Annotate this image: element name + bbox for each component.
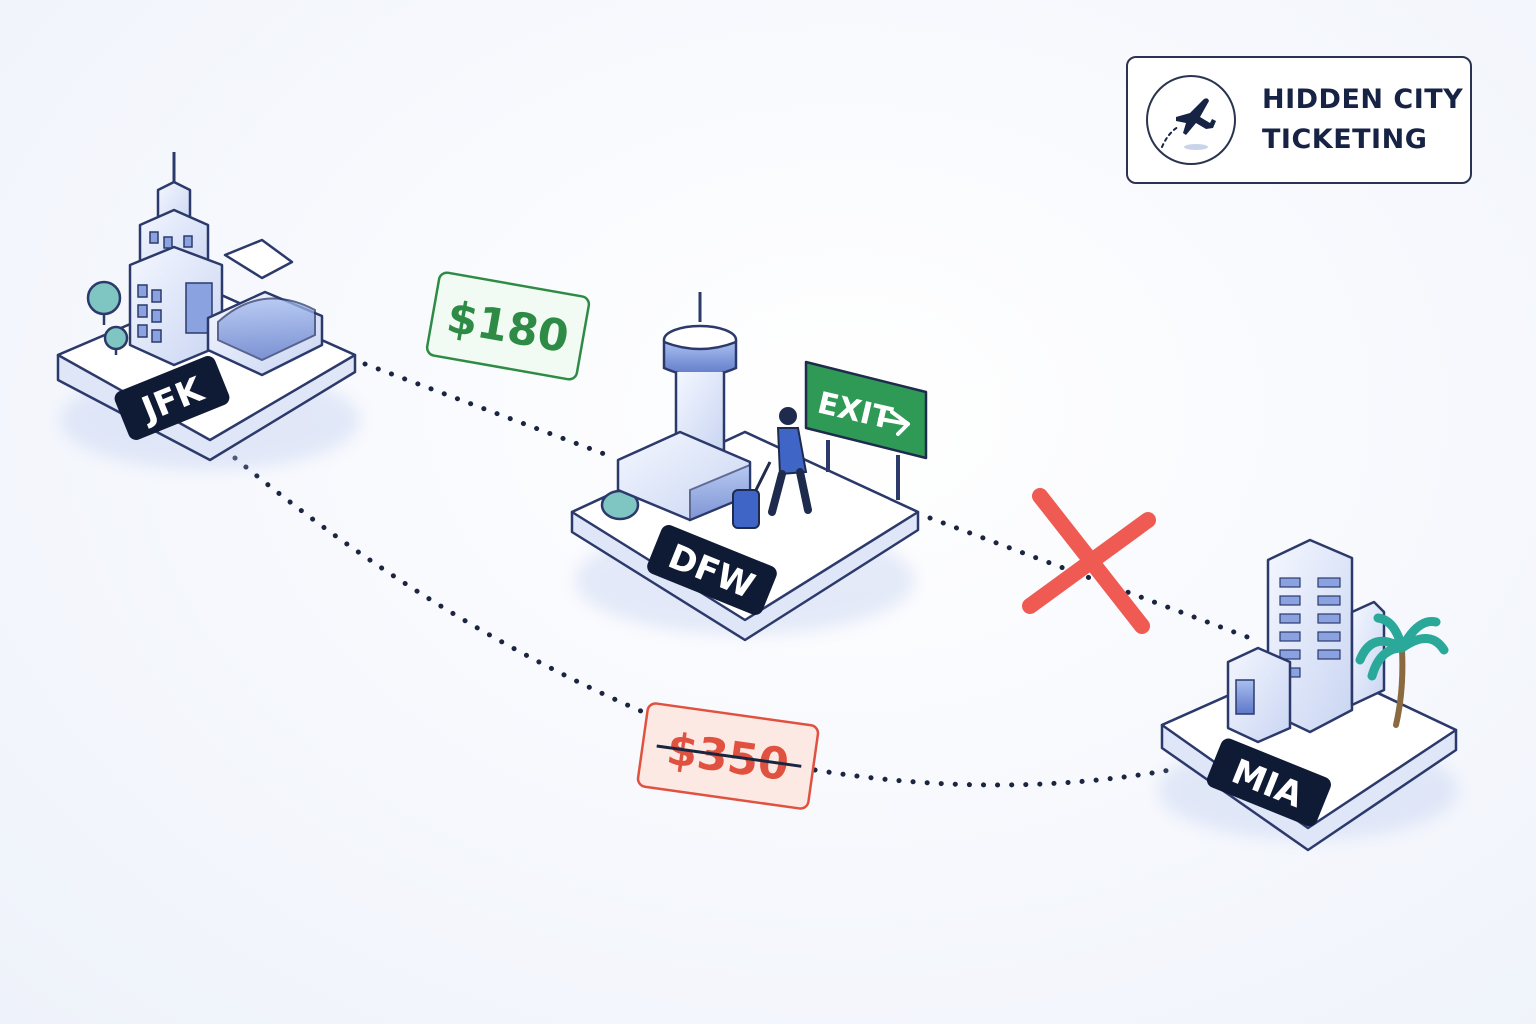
cancel-x-icon: [1022, 488, 1156, 634]
route-jfk-mia: [232, 455, 1173, 788]
title-card: HIDDEN CITY TICKETING: [1126, 56, 1472, 184]
route-dfw-mia: [927, 515, 1253, 641]
title-line-2: TICKETING: [1262, 124, 1428, 155]
price-tag-direct: $350: [636, 702, 820, 810]
route-jfk-dfw: [362, 361, 618, 461]
title-emblem: [1146, 75, 1236, 165]
route-lines: [232, 361, 1253, 788]
jfk-airport: [56, 152, 360, 470]
title-text: HIDDEN CITY TICKETING: [1262, 80, 1463, 160]
title-line-1: HIDDEN CITY: [1262, 84, 1464, 115]
arrow-right-icon: [878, 410, 910, 436]
strikethrough-line: [656, 744, 802, 768]
price-tag-hidden-city: $180: [425, 271, 591, 381]
airplane-icon: [1161, 98, 1216, 150]
